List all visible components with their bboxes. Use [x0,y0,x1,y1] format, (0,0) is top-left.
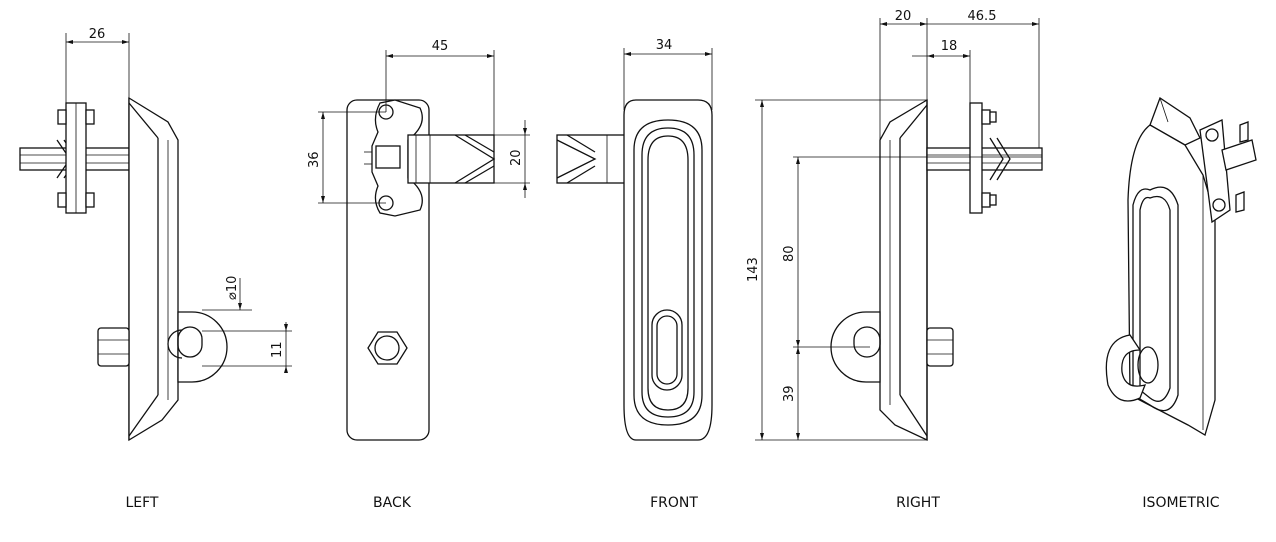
svg-text:⌀10: ⌀10 [225,276,240,300]
dim-right-depth: 20 [895,9,912,24]
dim-right-shaft-length: 46.5 [968,9,997,24]
dim-right-upper: 80 [782,245,797,262]
label-front: FRONT [650,495,698,511]
back-view: 45 36 20 [307,39,530,441]
dim-back-height: 36 [307,151,322,168]
dim-right-total-height: 143 [746,257,761,282]
dim-left-hole: 10 [225,276,240,293]
dim-left-hole-prefix: ⌀ [225,292,240,300]
right-view: 20 46.5 18 143 80 39 [746,9,1043,442]
dim-back-width: 45 [432,39,449,54]
label-right: RIGHT [896,495,940,511]
dim-left-width: 26 [89,27,106,42]
isometric-view [1105,97,1257,436]
left-view: 26 ⌀10 11 [19,27,292,442]
dim-right-lower: 39 [782,385,797,402]
dim-back-shaft: 20 [509,149,524,166]
dim-left-offset: 11 [270,341,285,358]
dim-front-width: 34 [656,38,673,53]
label-isometric: ISOMETRIC [1142,495,1219,511]
label-left: LEFT [125,495,158,511]
dim-right-inner: 18 [941,39,958,54]
label-back: BACK [373,495,412,511]
front-view: 34 [556,38,713,441]
